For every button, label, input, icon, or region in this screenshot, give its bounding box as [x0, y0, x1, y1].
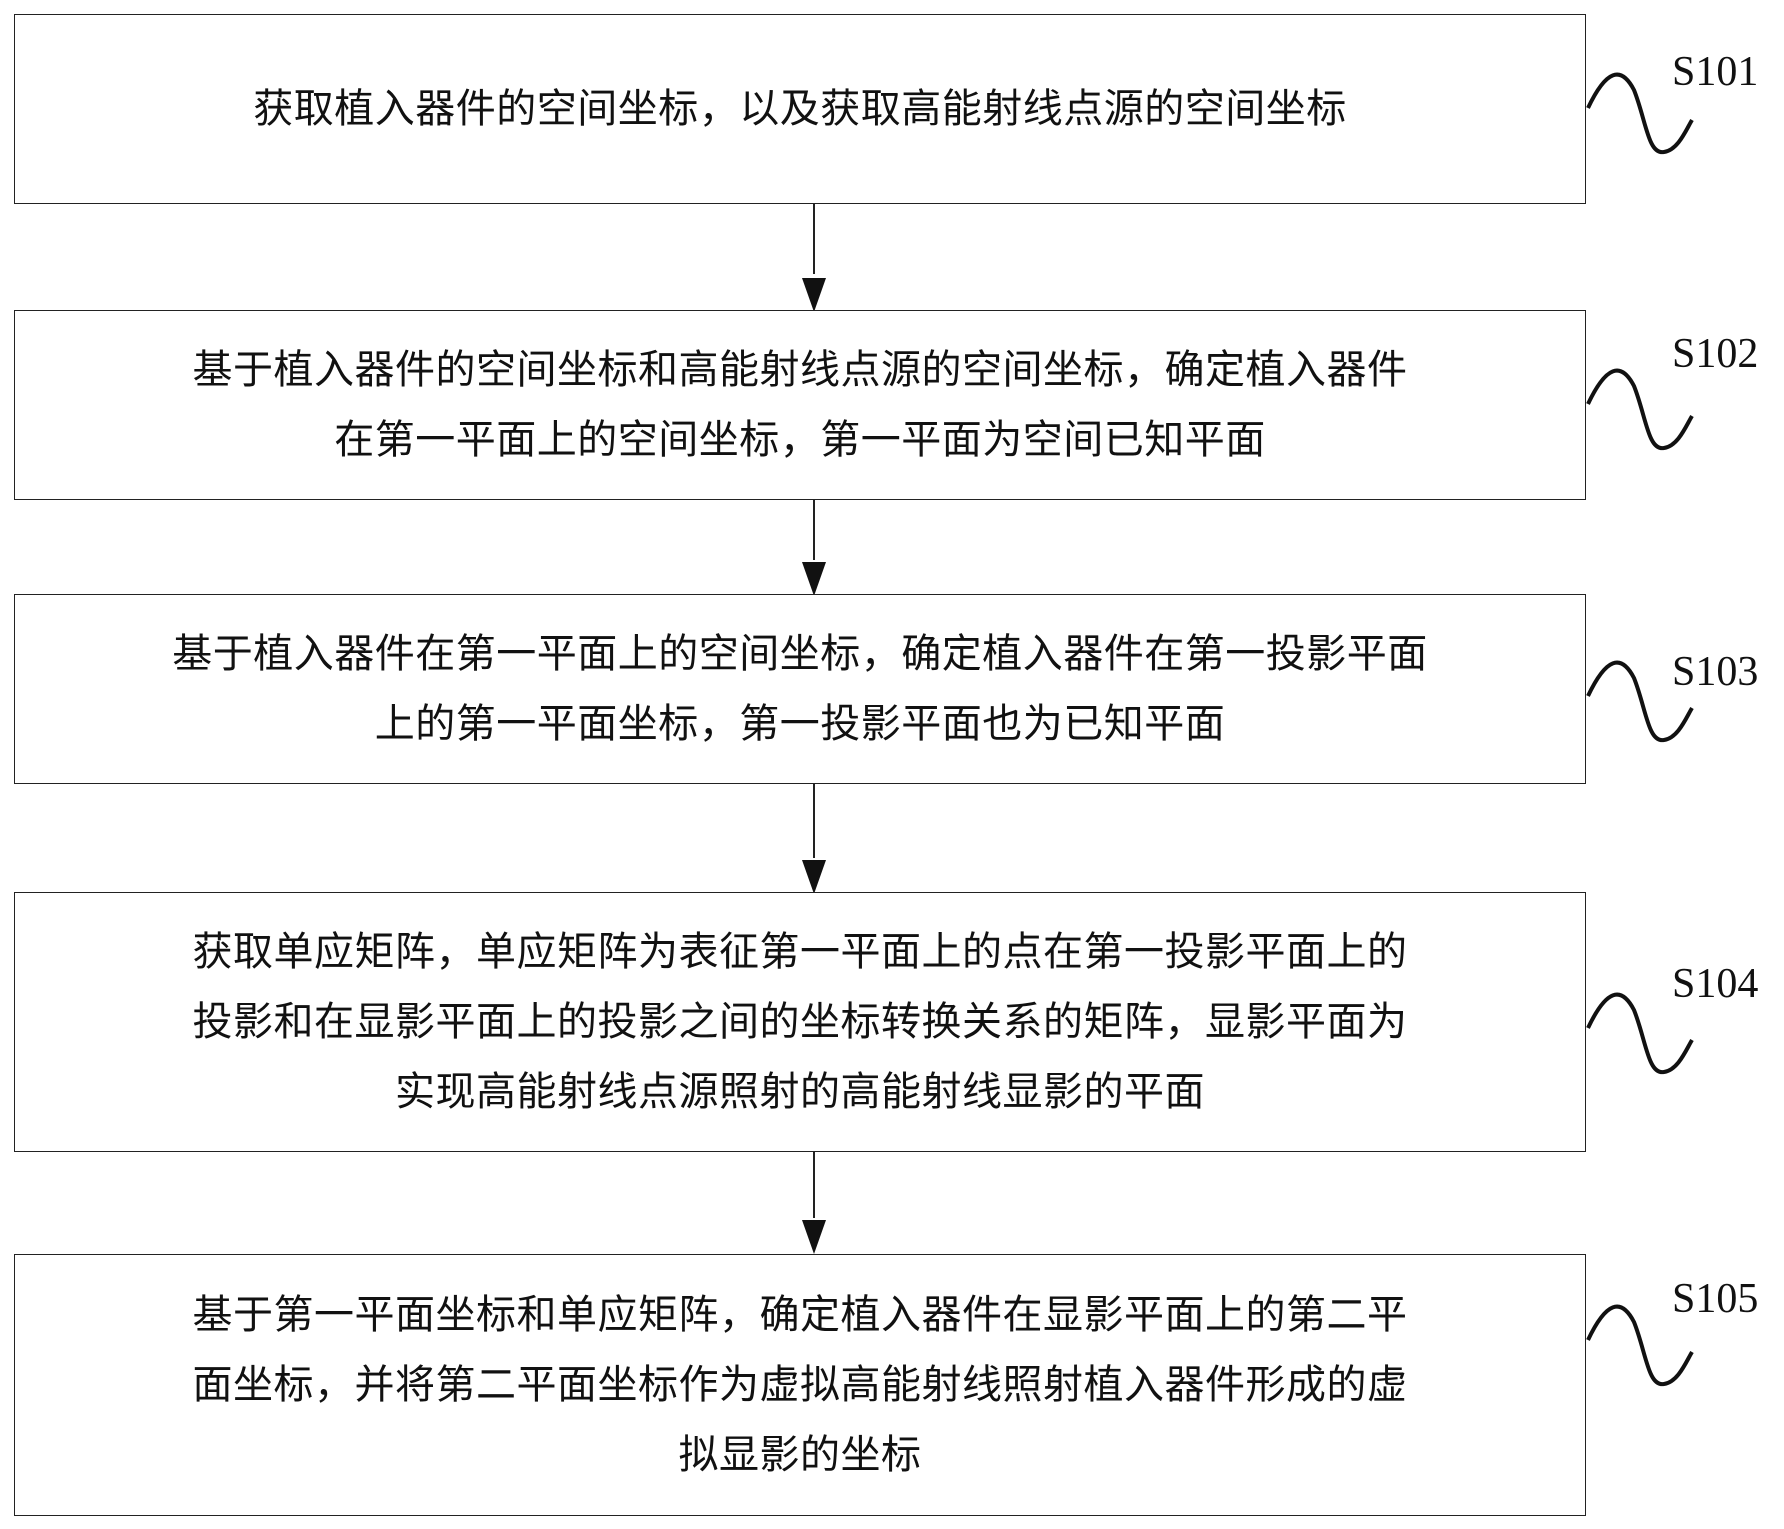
leader-squiggle-icon — [1586, 368, 1694, 451]
step-label-s103: S103 — [1672, 649, 1759, 695]
step-label-s105: S105 — [1672, 1276, 1759, 1322]
step-text-line: 基于植入器件的空间坐标和高能射线点源的空间坐标，确定植入器件 — [192, 347, 1408, 393]
step-box-s102: 基于植入器件的空间坐标和高能射线点源的空间坐标，确定植入器件 在第一平面上的空间… — [14, 310, 1586, 500]
leader-squiggle-icon — [1586, 72, 1694, 155]
step-box-s101: 获取植入器件的空间坐标，以及获取高能射线点源的空间坐标 — [14, 14, 1586, 204]
step-text-line: 基于植入器件在第一平面上的空间坐标，确定植入器件在第一投影平面 — [172, 631, 1428, 677]
step-box-s104: 获取单应矩阵，单应矩阵为表征第一平面上的点在第一投影平面上的 投影和在显影平面上… — [14, 892, 1586, 1152]
leader-squiggle-icon — [1586, 992, 1694, 1075]
step-text-line: 在第一平面上的空间坐标，第一平面为空间已知平面 — [334, 417, 1266, 463]
leader-squiggle-icon — [1586, 1304, 1694, 1387]
step-text-line: 上的第一平面坐标，第一投影平面也为已知平面 — [374, 701, 1226, 747]
step-label-s101: S101 — [1672, 49, 1759, 95]
step-box-s105: 基于第一平面坐标和单应矩阵，确定植入器件在显影平面上的第二平 面坐标，并将第二平… — [14, 1254, 1586, 1516]
step-label-s102: S102 — [1672, 331, 1759, 377]
step-text-line: 面坐标，并将第二平面坐标作为虚拟高能射线照射植入器件形成的虚 — [192, 1362, 1408, 1408]
step-text-line: 投影和在显影平面上的投影之间的坐标转换关系的矩阵，显影平面为 — [192, 999, 1408, 1045]
step-box-s103: 基于植入器件在第一平面上的空间坐标，确定植入器件在第一投影平面 上的第一平面坐标… — [14, 594, 1586, 784]
step-label-s104: S104 — [1672, 961, 1759, 1007]
step-text-line: 获取植入器件的空间坐标，以及获取高能射线点源的空间坐标 — [253, 86, 1347, 132]
step-text-line: 获取单应矩阵，单应矩阵为表征第一平面上的点在第一投影平面上的 — [192, 929, 1408, 975]
step-text-line: 拟显影的坐标 — [678, 1432, 922, 1478]
step-text-line: 实现高能射线点源照射的高能射线显影的平面 — [395, 1069, 1205, 1115]
step-text-line: 基于第一平面坐标和单应矩阵，确定植入器件在显影平面上的第二平 — [192, 1292, 1408, 1338]
leader-squiggle-icon — [1586, 660, 1694, 743]
